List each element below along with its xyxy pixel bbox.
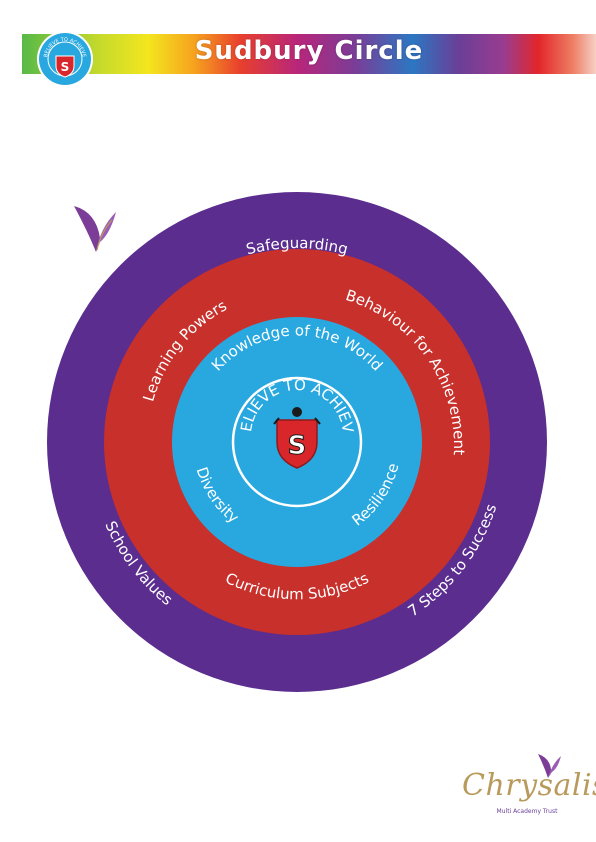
center-letter: S xyxy=(288,431,307,461)
butterfly-icon xyxy=(74,206,116,252)
badge-letter: S xyxy=(61,60,70,74)
title-banner: Sudbury Circle xyxy=(22,34,596,74)
chrysalis-logo: Chrysalis Multi Academy Trust xyxy=(462,750,596,822)
school-crest-icon xyxy=(273,407,321,469)
logo-name: Chrysalis xyxy=(462,768,596,803)
logo-subtitle: Multi Academy Trust xyxy=(496,808,558,815)
school-badge-icon: BELIEVE TO ACHIEVE S xyxy=(37,31,93,87)
page-title: Sudbury Circle xyxy=(194,36,424,66)
logo-butterfly-icon xyxy=(538,754,561,778)
